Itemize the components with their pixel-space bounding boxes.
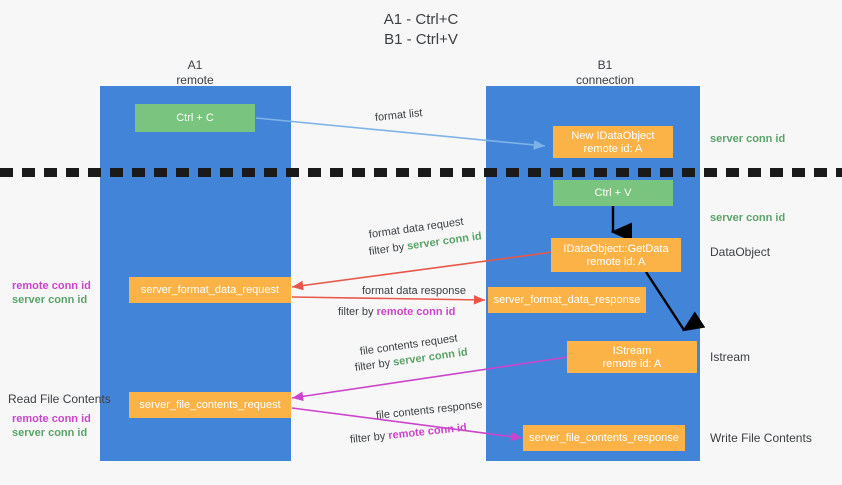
node-new-idataobject-line1: New IDataObject [571, 129, 655, 142]
node-server-format-data-request-label: server_format_data_request [140, 284, 280, 296]
column-a1-sub: remote [176, 73, 214, 87]
annotation-server-conn-id-1: server conn id [12, 294, 88, 306]
annotation-remote-conn-id-2: remote conn id [12, 413, 91, 425]
node-server-file-contents-request-label: server_file_contents_request [139, 399, 281, 411]
annotation-server-conn-id-mid: server conn id [710, 212, 786, 224]
column-b1-name: B1 [597, 58, 613, 72]
filter-prefix: filter by [368, 241, 405, 258]
annotation-server-conn-id-top: server conn id [710, 133, 786, 145]
node-istream-line2: remote id: A [602, 357, 662, 370]
node-server-file-contents-request[interactable]: server_file_contents_request [129, 392, 291, 418]
edge-label-file-contents-response: file contents response [375, 398, 484, 422]
node-idataobject-getdata[interactable]: IDataObject::GetData remote id: A [551, 238, 681, 272]
node-istream-line1: IStream [612, 344, 652, 357]
title-line-1: A1 - Ctrl+C [383, 11, 459, 28]
diagram-title: A1 - Ctrl+C B1 - Ctrl+V [0, 10, 842, 50]
column-b1-sub: connection [575, 73, 635, 87]
node-ctrl-c[interactable]: Ctrl + C [135, 104, 255, 132]
node-new-idataobject[interactable]: New IDataObject remote id: A [553, 126, 673, 158]
column-a1-name: A1 [187, 58, 203, 72]
node-server-format-data-response-label: server_format_data_response [493, 294, 641, 306]
title-line-2: B1 - Ctrl+V [384, 31, 458, 48]
column-header-b1: B1 connection [530, 58, 680, 88]
filter-key-remote-conn-id: remote conn id [387, 421, 468, 442]
filter-prefix: filter by [338, 306, 374, 318]
edge-filter-format-data-response: filter by remote conn id [338, 305, 455, 319]
edge-label-format-data-response: format data response [362, 285, 466, 297]
node-getdata-line2: remote id: A [586, 255, 646, 268]
node-server-format-data-response[interactable]: server_format_data_response [488, 287, 646, 313]
node-ctrl-v[interactable]: Ctrl + V [553, 180, 673, 206]
node-ctrl-c-label: Ctrl + C [176, 112, 214, 124]
filter-key-remote-conn-id: remote conn id [376, 306, 456, 318]
node-getdata-line1: IDataObject::GetData [563, 242, 669, 255]
node-new-idataobject-line2: remote id: A [583, 142, 643, 155]
annotation-remote-conn-id-1: remote conn id [12, 280, 91, 292]
node-server-format-data-request[interactable]: server_format_data_request [129, 277, 291, 303]
edge-label-format-list: format list [374, 107, 424, 124]
node-server-file-contents-response-label: server_file_contents_response [529, 432, 679, 444]
node-server-file-contents-response[interactable]: server_file_contents_response [523, 425, 685, 451]
annotation-server-conn-id-2: server conn id [12, 427, 88, 439]
annotation-read-file-contents: Read File Contents [8, 392, 111, 406]
annotation-istream: Istream [710, 350, 751, 364]
edge-filter-file-contents-response: filter by remote conn id [349, 421, 467, 447]
node-istream[interactable]: IStream remote id: A [567, 341, 697, 373]
annotation-dataobject: DataObject [710, 245, 771, 259]
node-ctrl-v-label: Ctrl + V [594, 187, 632, 199]
phase-divider [0, 168, 842, 177]
filter-prefix: filter by [354, 357, 391, 374]
annotation-write-file-contents: Write File Contents [710, 431, 812, 445]
filter-prefix: filter by [349, 430, 386, 446]
column-header-a1: A1 remote [120, 58, 270, 88]
